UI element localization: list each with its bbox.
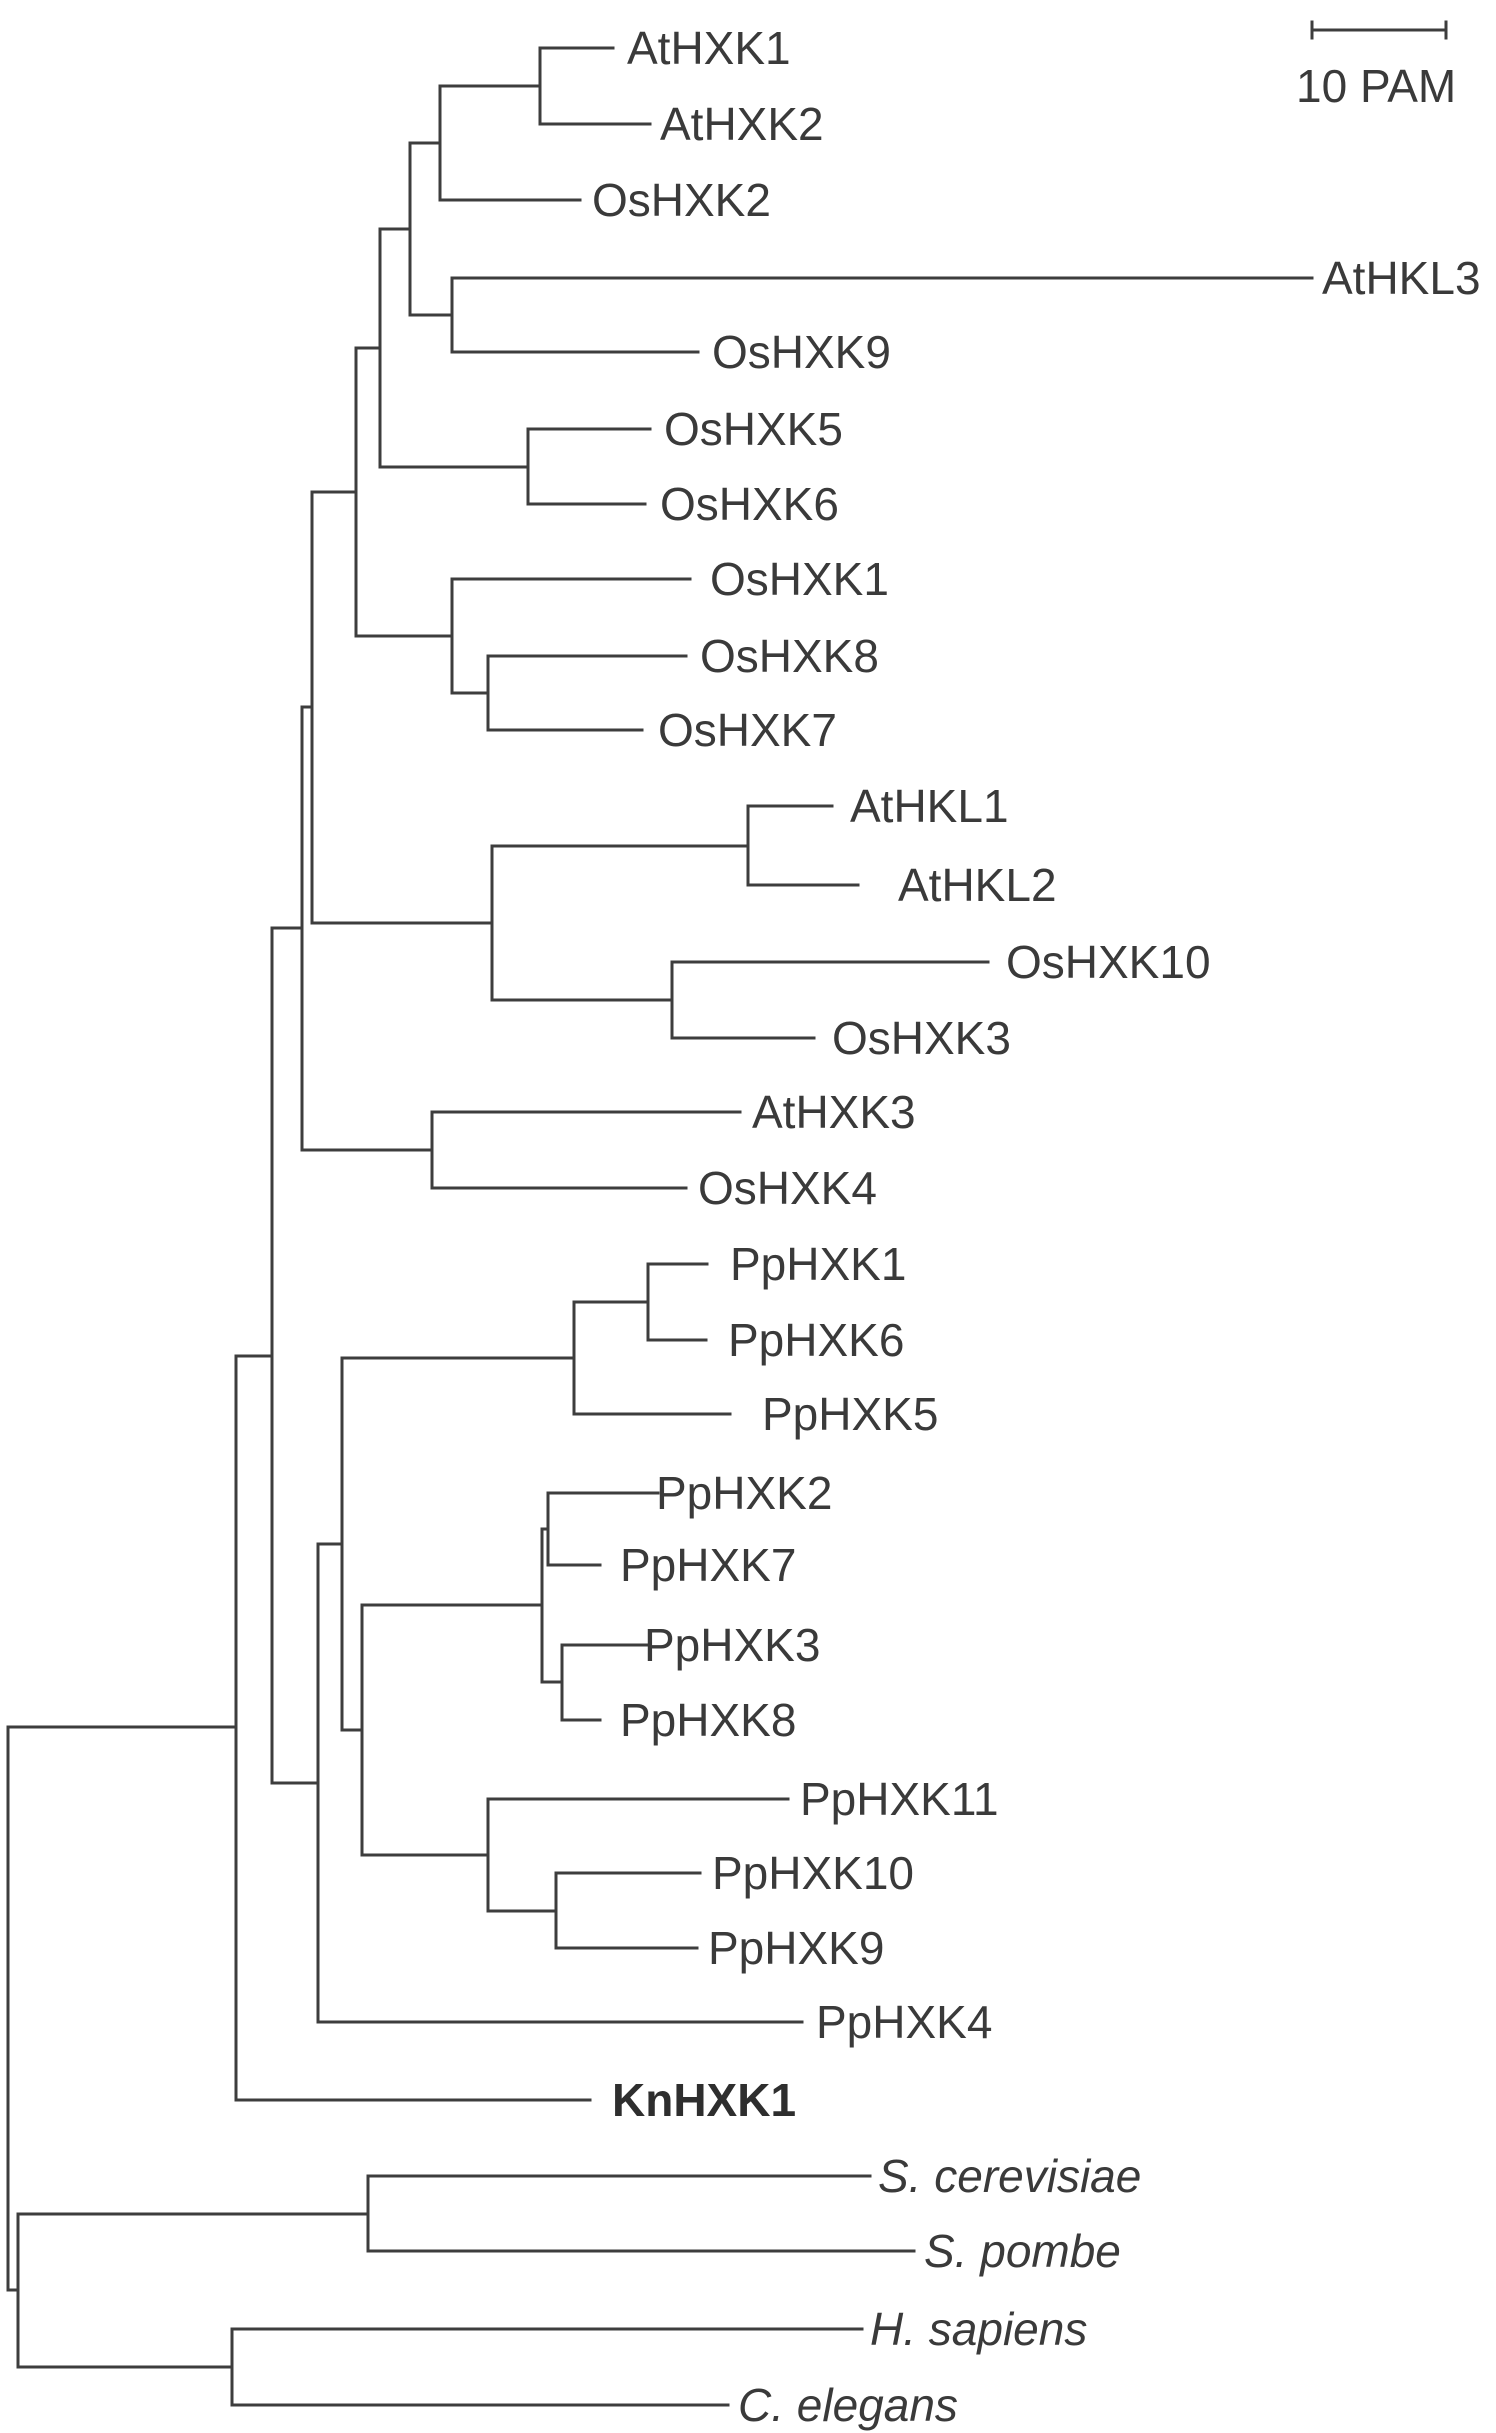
- leaf-label-pphxk10: PpHXK10: [712, 1847, 914, 1899]
- leaf-label-oshxk2: OsHXK2: [592, 174, 771, 226]
- leaf-label-athxk1: AtHXK1: [627, 22, 791, 74]
- leaf-label-pphxk3: PpHXK3: [644, 1619, 820, 1671]
- leaf-label-athxk2: AtHXK2: [660, 98, 824, 150]
- leaf-label-s-cerevisiae: S. cerevisiae: [878, 2150, 1141, 2202]
- leaf-label-h-sapiens: H. sapiens: [870, 2303, 1087, 2355]
- leaf-label-oshxk8: OsHXK8: [700, 630, 879, 682]
- leaf-label-pphxk2: PpHXK2: [656, 1467, 832, 1519]
- leaf-label-pphxk11: PpHXK11: [800, 1773, 999, 1825]
- leaf-label-athkl1: AtHKL1: [850, 780, 1009, 832]
- leaf-label-pphxk7: PpHXK7: [620, 1539, 796, 1591]
- leaf-label-pphxk9: PpHXK9: [708, 1922, 884, 1974]
- leaf-label-oshxk1: OsHXK1: [710, 553, 889, 605]
- leaf-label-knhxk1: KnHXK1: [612, 2074, 796, 2126]
- leaf-label-athkl2: AtHKL2: [898, 859, 1057, 911]
- leaf-label-oshxk4: OsHXK4: [698, 1162, 877, 1214]
- leaf-label-oshxk10: OsHXK10: [1006, 936, 1211, 988]
- leaf-label-pphxk8: PpHXK8: [620, 1694, 796, 1746]
- scale-bar-label: 10 PAM: [1296, 60, 1456, 112]
- leaf-label-c-elegans: C. elegans: [738, 2379, 958, 2431]
- leaf-label-oshxk6: OsHXK6: [660, 478, 839, 530]
- leaf-label-oshxk7: OsHXK7: [658, 704, 837, 756]
- leaf-label-pphxk5: PpHXK5: [762, 1388, 938, 1440]
- leaf-label-oshxk5: OsHXK5: [664, 403, 843, 455]
- leaf-label-athxk3: AtHXK3: [752, 1086, 916, 1138]
- leaf-label-oshxk3: OsHXK3: [832, 1012, 1011, 1064]
- tree-branches: [6, 46, 1314, 2407]
- leaf-label-athkl3: AtHKL3: [1322, 252, 1481, 304]
- leaf-label-oshxk9: OsHXK9: [712, 326, 891, 378]
- leaf-labels: AtHXK1 AtHXK2 OsHXK2 AtHKL3 OsHXK9 OsHXK…: [592, 22, 1481, 2431]
- leaf-label-pphxk6: PpHXK6: [728, 1314, 904, 1366]
- leaf-label-pphxk1: PpHXK1: [730, 1238, 906, 1290]
- leaf-label-pphxk4: PpHXK4: [816, 1996, 992, 2048]
- scale-bar: 10 PAM: [1296, 20, 1456, 112]
- leaf-label-s-pombe: S. pombe: [924, 2225, 1121, 2277]
